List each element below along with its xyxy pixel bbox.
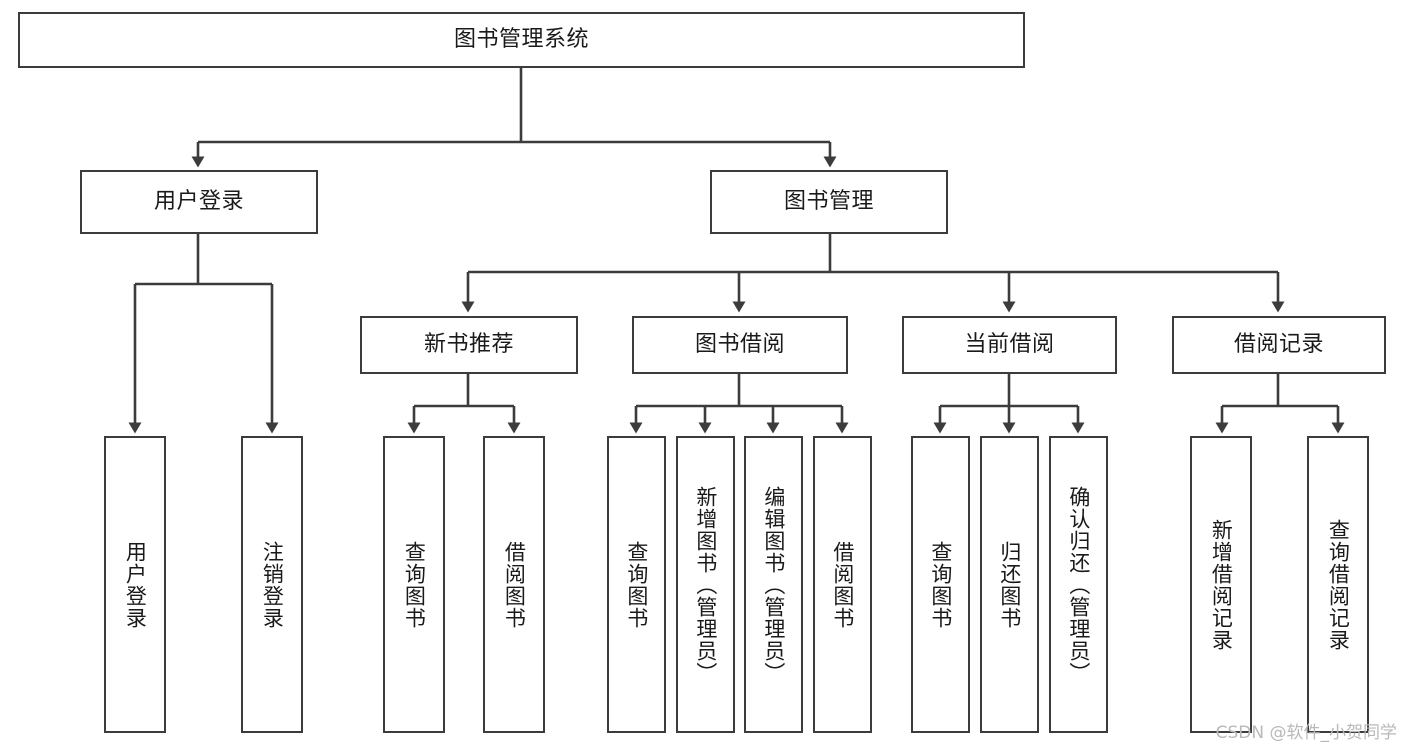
node-login[interactable]: 用户登录 (80, 170, 318, 234)
node-leaf-add-borrow-record-label: 新增借阅记录 (1209, 518, 1234, 651)
node-new-book-recommend-label: 新书推荐 (423, 331, 514, 357)
node-current-borrow[interactable]: 当前借阅 (902, 316, 1117, 374)
node-leaf-borrow-book-2-label: 借阅图书 (830, 540, 855, 629)
node-leaf-confirm-return-admin[interactable]: 确认归还（管理员） (1049, 436, 1108, 733)
node-leaf-user-login-label: 用户登录 (123, 540, 148, 629)
node-leaf-return-book[interactable]: 归还图书 (980, 436, 1039, 733)
node-root-label: 图书管理系统 (453, 26, 589, 52)
node-leaf-return-book-label: 归还图书 (997, 540, 1022, 629)
node-book-borrow[interactable]: 图书借阅 (632, 316, 848, 374)
node-leaf-edit-book-admin[interactable]: 编辑图书（管理员） (744, 436, 803, 733)
node-borrow-records-label: 借阅记录 (1233, 331, 1324, 357)
node-leaf-query-book-3-label: 查询图书 (928, 540, 953, 629)
node-book-management[interactable]: 图书管理 (710, 170, 948, 234)
node-leaf-user-login[interactable]: 用户登录 (104, 436, 166, 733)
node-root[interactable]: 图书管理系统 (18, 12, 1025, 68)
node-borrow-records[interactable]: 借阅记录 (1172, 316, 1386, 374)
node-leaf-query-book-2[interactable]: 查询图书 (607, 436, 666, 733)
csdn-watermark: CSDN @软件_小贺同学 (1215, 723, 1397, 743)
node-leaf-query-borrow-record[interactable]: 查询借阅记录 (1307, 436, 1369, 733)
node-leaf-query-book-1[interactable]: 查询图书 (383, 436, 445, 733)
node-new-book-recommend[interactable]: 新书推荐 (360, 316, 578, 374)
node-login-label: 用户登录 (153, 188, 244, 214)
node-leaf-borrow-book-1-label: 借阅图书 (502, 540, 527, 629)
node-leaf-borrow-book-2[interactable]: 借阅图书 (813, 436, 872, 733)
node-current-borrow-label: 当前借阅 (964, 331, 1055, 357)
node-leaf-query-book-1-label: 查询图书 (402, 540, 427, 629)
node-leaf-query-borrow-record-label: 查询借阅记录 (1326, 518, 1351, 651)
node-leaf-add-borrow-record[interactable]: 新增借阅记录 (1190, 436, 1252, 733)
node-leaf-add-book-admin[interactable]: 新增图书（管理员） (676, 436, 735, 733)
node-book-borrow-label: 图书借阅 (694, 331, 785, 357)
node-leaf-query-book-3[interactable]: 查询图书 (911, 436, 970, 733)
node-leaf-borrow-book-1[interactable]: 借阅图书 (483, 436, 545, 733)
node-leaf-add-book-admin-label: 新增图书（管理员） (693, 485, 718, 684)
node-leaf-logout[interactable]: 注销登录 (241, 436, 303, 733)
node-leaf-edit-book-admin-label: 编辑图书（管理员） (761, 485, 786, 684)
node-book-management-label: 图书管理 (783, 188, 874, 214)
node-leaf-confirm-return-admin-label: 确认归还（管理员） (1066, 485, 1091, 684)
node-leaf-query-book-2-label: 查询图书 (624, 540, 649, 629)
node-leaf-logout-label: 注销登录 (260, 540, 285, 629)
